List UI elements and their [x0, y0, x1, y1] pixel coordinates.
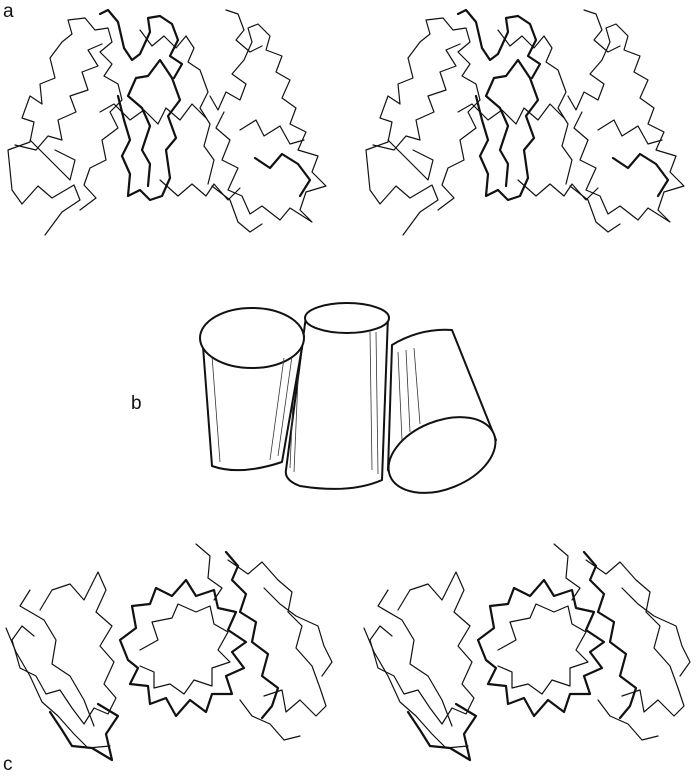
panel-a-right-trace: [365, 8, 685, 236]
panel-a-left-image: [7, 8, 327, 236]
panel-c-left-image: [5, 543, 333, 762]
panel-a-right-image: [365, 8, 685, 236]
panel-label-c: c: [3, 754, 13, 775]
panel-b-cylinders: [199, 302, 497, 494]
cylinder-left: [199, 307, 305, 472]
panel-c-right-trace: [363, 543, 691, 762]
panel-c-right-image: [363, 543, 691, 762]
panel-a-left-trace: [7, 8, 327, 236]
panel-c-left-trace: [5, 543, 333, 762]
panel-label-b: b: [131, 393, 142, 414]
cylinder-right: [387, 328, 497, 494]
panel-label-a: a: [3, 1, 14, 22]
